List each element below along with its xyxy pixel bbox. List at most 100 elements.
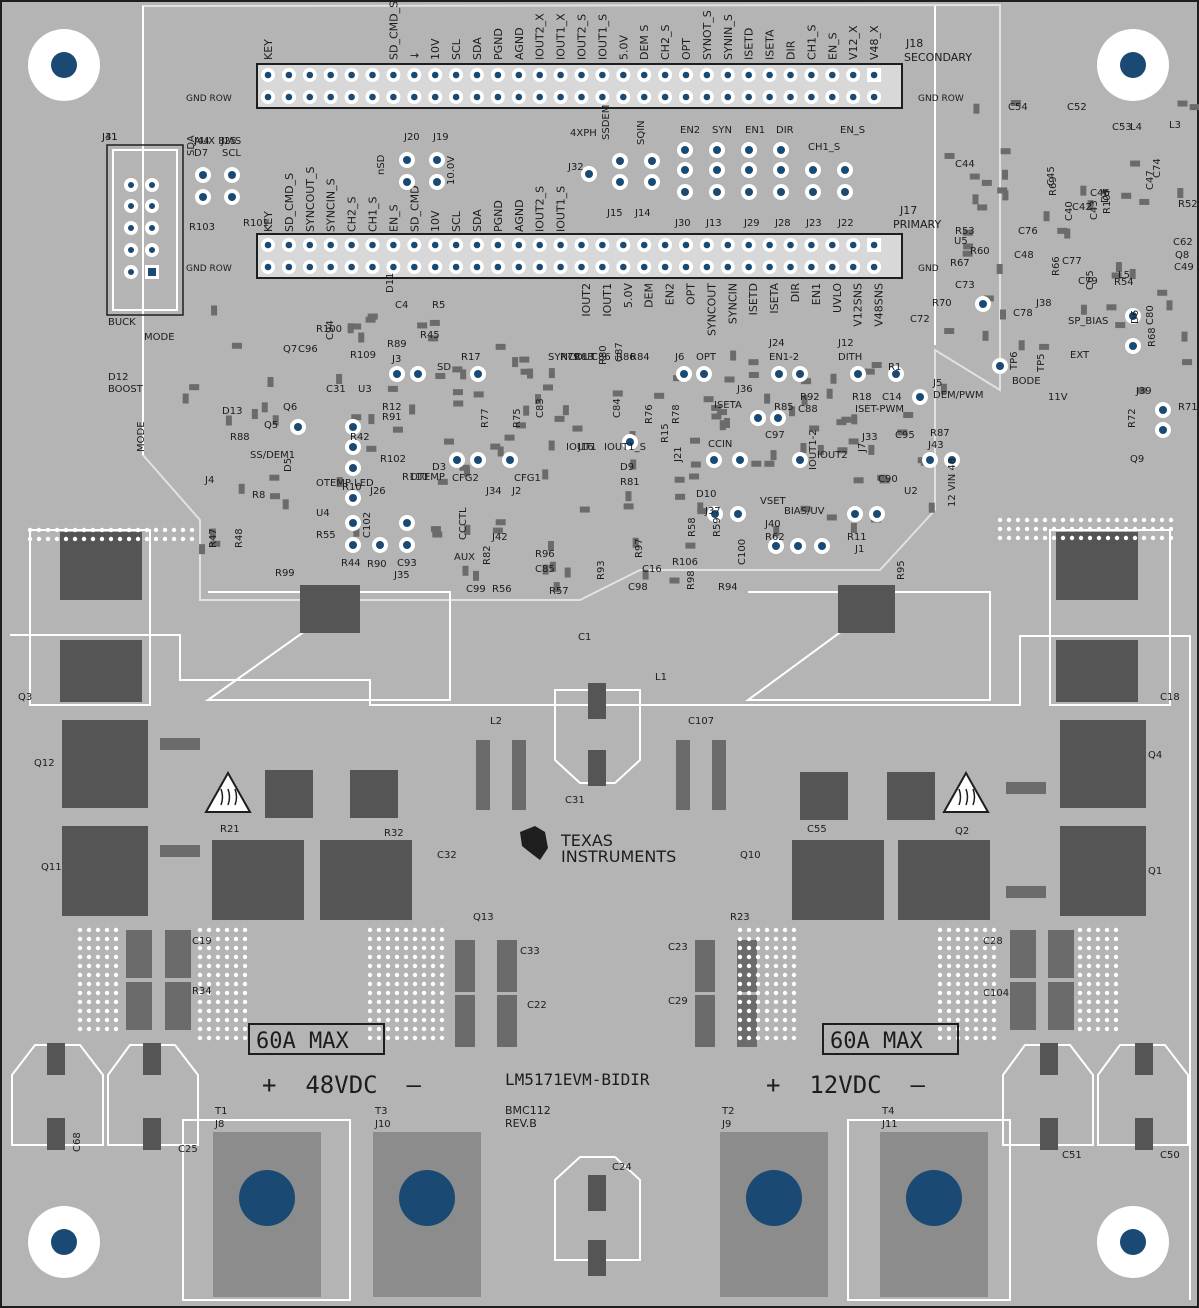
via	[394, 1008, 400, 1014]
via	[171, 527, 177, 533]
ref-designator: R72	[1127, 408, 1138, 428]
smd-pad	[1139, 198, 1150, 205]
via	[403, 936, 409, 942]
ref-designator: R59	[712, 517, 723, 537]
ref-designator: C76	[1018, 226, 1038, 237]
via	[439, 990, 445, 996]
ref-designator: J32	[567, 162, 584, 173]
ref-designator: U5	[954, 236, 968, 247]
via	[206, 981, 212, 987]
ref-designator: CFG2	[452, 473, 479, 484]
smd-pad	[459, 464, 470, 471]
smd-pad	[432, 531, 443, 538]
board-revision: REV.B	[505, 1117, 537, 1130]
smd-pad	[464, 466, 471, 477]
header-pin-hole	[557, 241, 564, 249]
via	[171, 536, 177, 542]
header-pin-hole	[494, 241, 502, 249]
via	[403, 981, 409, 987]
via	[206, 972, 212, 978]
ref-designator: C22	[527, 1000, 547, 1011]
via	[973, 945, 979, 951]
via	[1104, 927, 1110, 933]
via	[791, 954, 797, 960]
via	[233, 990, 239, 996]
via	[773, 963, 779, 969]
via	[439, 963, 445, 969]
test-point-hole	[745, 166, 753, 174]
smd-pad	[717, 409, 728, 416]
via	[755, 972, 761, 978]
via	[1086, 954, 1092, 960]
via	[791, 1017, 797, 1023]
header-pin-hole	[536, 263, 543, 271]
ref-designator: R11	[847, 532, 867, 543]
terminal-j11: J11	[881, 1119, 898, 1130]
via	[439, 954, 445, 960]
via	[81, 527, 87, 533]
smd-pad	[944, 327, 955, 334]
via	[1060, 517, 1066, 523]
test-point-hole	[349, 423, 357, 431]
smd-pad	[1002, 169, 1009, 180]
test-point-hole	[616, 157, 624, 165]
smd-pad	[492, 527, 503, 534]
hot-surface-warning-icon	[204, 770, 990, 813]
header-pin-hole	[473, 71, 481, 79]
via	[1060, 535, 1066, 541]
header-pin-hole	[327, 263, 335, 271]
via	[946, 963, 952, 969]
via	[937, 1035, 943, 1041]
via	[764, 936, 770, 942]
test-point-hole	[745, 188, 753, 196]
ref-designator: R10	[342, 482, 362, 493]
via	[782, 954, 788, 960]
via	[955, 1008, 961, 1014]
via	[737, 936, 743, 942]
via	[197, 945, 203, 951]
ref-designator: C83	[535, 398, 546, 418]
via	[764, 1035, 770, 1041]
via	[421, 954, 427, 960]
via	[1104, 972, 1110, 978]
via	[385, 1035, 391, 1041]
test-point-hole	[228, 193, 236, 201]
pin-label: EN2	[664, 283, 677, 305]
via	[90, 536, 96, 542]
via	[937, 945, 943, 951]
via	[421, 927, 427, 933]
ref-designator: R66	[1051, 256, 1062, 276]
ref-designator: J5	[932, 378, 942, 389]
via	[385, 927, 391, 933]
via	[1159, 517, 1165, 523]
via	[113, 999, 119, 1005]
ref-designator: C40	[1064, 201, 1075, 221]
via	[430, 990, 436, 996]
via	[1104, 936, 1110, 942]
ref-designator: C31	[326, 384, 346, 395]
via	[95, 1026, 101, 1032]
via	[104, 972, 110, 978]
via	[1095, 927, 1101, 933]
smd-pad	[690, 437, 701, 444]
smd-pad	[1057, 227, 1068, 234]
ref-designator: D4	[1100, 189, 1111, 203]
via	[95, 981, 101, 987]
smd-pad	[841, 416, 852, 423]
ref-designator: Q13	[473, 912, 494, 923]
ref-designator: C45	[1046, 166, 1057, 186]
via	[964, 1035, 970, 1041]
via	[242, 927, 248, 933]
ref-designator: D11	[385, 273, 396, 293]
header-pin-hole	[849, 71, 857, 79]
ref-designator: C98	[628, 582, 648, 593]
via	[1042, 517, 1048, 523]
ref-designator: C95	[895, 430, 915, 441]
via	[1168, 517, 1174, 523]
via	[737, 999, 743, 1005]
header-pin-hole	[515, 93, 523, 101]
via	[791, 945, 797, 951]
ref-designator: C50	[1160, 1150, 1180, 1161]
via	[955, 936, 961, 942]
smd-pad	[801, 395, 808, 406]
